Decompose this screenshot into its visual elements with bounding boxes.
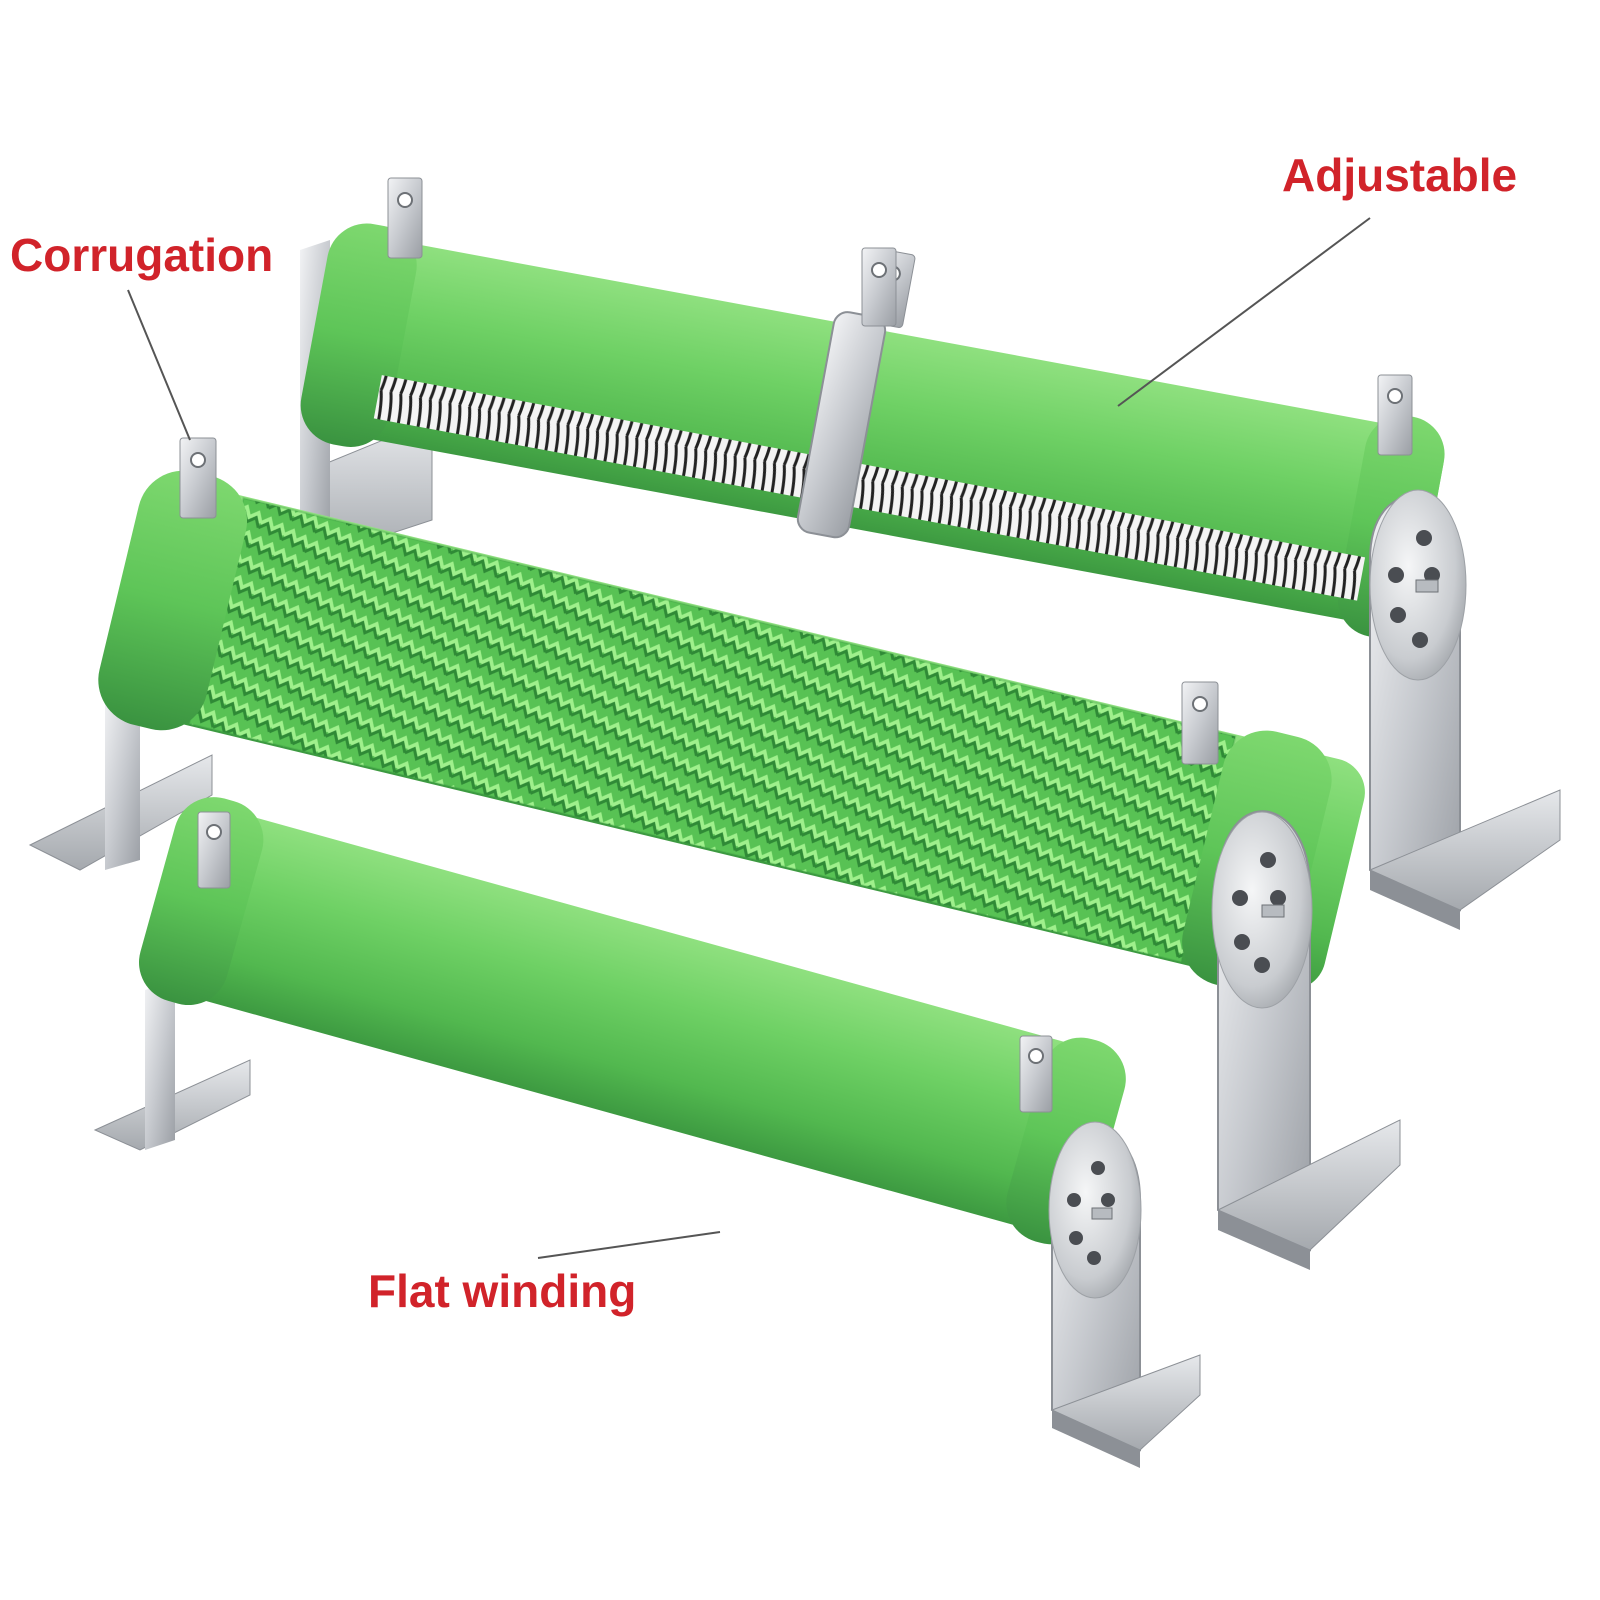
flat-winding-leader-line (537, 1231, 721, 1259)
adjustable-tube (300, 223, 1445, 638)
terminal-tab (861, 247, 897, 327)
flat-winding-label: Flat winding (368, 1265, 637, 1317)
right-end-plate (1368, 489, 1561, 930)
right-end-plate (1211, 810, 1401, 1270)
corrugated-resistor (28, 437, 1401, 1270)
terminal-tab (1377, 374, 1413, 456)
exposed-winding (373, 375, 1366, 601)
corrugation-leader-line (127, 289, 191, 441)
right-end-plate (1048, 1121, 1201, 1468)
adjustable-label: Adjustable (1282, 149, 1518, 201)
terminal-tab (387, 177, 423, 259)
corrugated-tube (98, 470, 1365, 991)
terminal-tab (1181, 681, 1219, 765)
terminal-tab (179, 437, 217, 519)
terminal-tab (197, 811, 231, 889)
adjustable-resistor (300, 177, 1561, 930)
corrugation-label: Corrugation (10, 229, 274, 281)
terminal-tab (1019, 1035, 1053, 1113)
adjustable-leader-line (1117, 217, 1371, 407)
flat-winding-resistor (93, 797, 1201, 1468)
corrugated-surface (189, 498, 1236, 962)
left-mounting-bracket (28, 690, 213, 871)
left-mounting-bracket (93, 980, 251, 1151)
